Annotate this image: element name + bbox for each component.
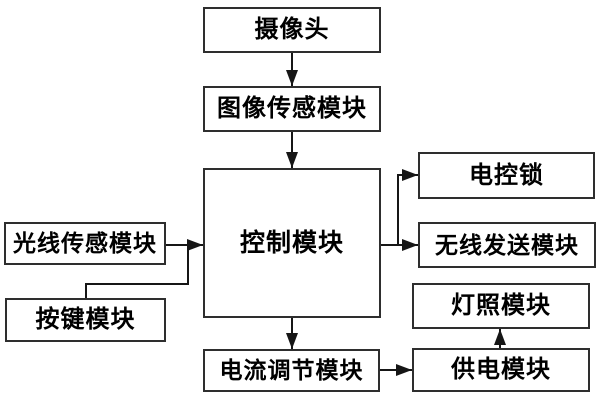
node-power-supply: 供电模块 (412, 348, 590, 392)
node-camera: 摄像头 (203, 7, 381, 53)
node-control-module: 控制模块 (203, 168, 381, 318)
node-electric-lock: 电控锁 (418, 152, 595, 199)
node-wireless-sender: 无线发送模块 (418, 222, 596, 268)
node-current-regulator: 电流调节模块 (203, 349, 380, 392)
node-lighting-module: 灯照模块 (412, 283, 590, 329)
edge-key-join-line (85, 244, 189, 298)
node-image-sensor: 图像传感模块 (203, 86, 381, 132)
edge-control-to-electric-lock (397, 169, 418, 245)
node-light-sensor: 光线传感模块 (4, 222, 166, 265)
node-key-module: 按键模块 (5, 298, 166, 342)
